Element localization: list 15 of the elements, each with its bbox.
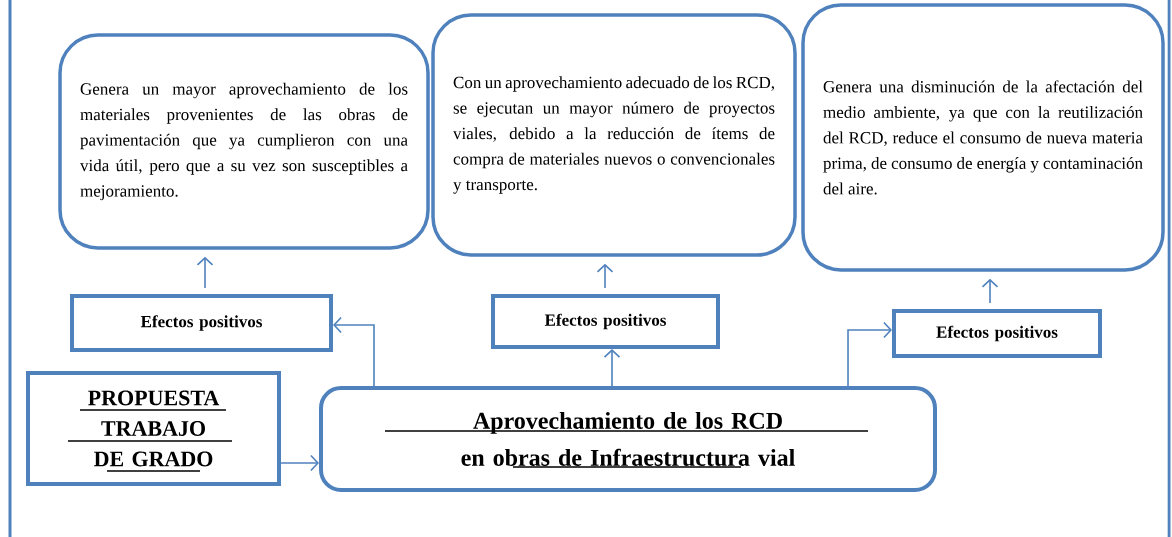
label-box: Efectos positivos (491, 294, 720, 349)
label-box: Efectos positivos (892, 309, 1102, 358)
arrow (847, 321, 892, 387)
arrow (196, 256, 214, 289)
text-box: Genera un mayor aprovechamiento de los materiales provenientes de las obras de pavimentación que ya cumplieron con una vida útil, pero que a su vez son susceptibles a mejoramiento. (58, 33, 430, 250)
arrow (333, 316, 375, 387)
label-box: Efectos positivos (70, 294, 333, 352)
title-box: PROPUESTA TRABAJO DE GRADO (26, 371, 281, 486)
text-box: Genera una disminución de la afectación del medio ambiente, ya que con la reutilización del RCD, reduce el consumo de nueva materia prima, de consumo de energía y contaminación del aire. (801, 3, 1165, 272)
arrow (596, 263, 614, 289)
arrow (981, 278, 999, 304)
arrow (280, 454, 319, 472)
process-box: Aprovechamiento de los RCD en obras de Infraestructura vial (319, 386, 937, 492)
arrow (603, 349, 621, 387)
text-box: Con un aprovechamiento adecuado de los RCD, se ejecutan un mayor número de proyectos viales, debido a la reducción de ítems de compra de materiales nuevos o convencionales y transporte. (431, 13, 797, 257)
